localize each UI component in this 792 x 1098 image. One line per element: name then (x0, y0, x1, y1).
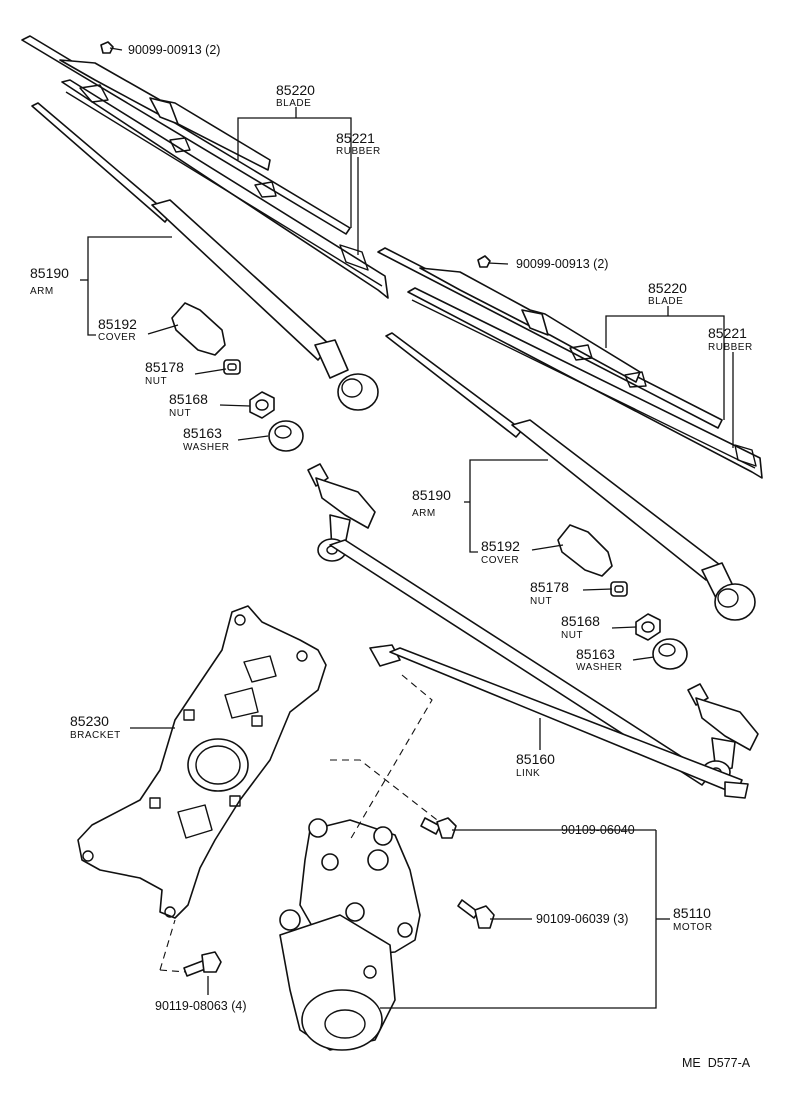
callout-name: ARM (412, 508, 436, 519)
left-wiper-arm (31, 102, 379, 411)
callout-name: NUT (145, 376, 167, 387)
callout-name: LINK (516, 768, 540, 779)
callout-number: 85190 (30, 265, 69, 281)
callout-name: RUBBER (336, 146, 381, 157)
callout-name: NUT (561, 630, 583, 641)
nut-icon (635, 613, 661, 641)
right-arm-cover (557, 524, 613, 577)
callout-number: 85221 (708, 325, 747, 341)
nut-icon (610, 581, 628, 597)
link-rod-lower (369, 644, 749, 799)
callout-number: 85178 (530, 579, 569, 595)
callout-number: 85220 (648, 280, 687, 296)
callout-number: 85163 (576, 646, 615, 662)
leader-dashed (330, 759, 451, 831)
leader-dashed (159, 919, 176, 971)
callout-number: 85192 (98, 316, 137, 332)
callout-bolt-upper: 90109-06040 (561, 823, 635, 837)
callout-name: ARM (30, 286, 54, 297)
callout-blade-screw-upper: 90099-00913 (2) (128, 43, 220, 57)
callout-bracket-bolt: 90119-08063 (4) (155, 999, 247, 1013)
right-wiper-arm (385, 332, 756, 621)
callout-name: MOTOR (673, 922, 713, 933)
nut-icon (223, 359, 241, 375)
callout-name: WASHER (183, 442, 230, 453)
callout-number: 85160 (516, 751, 555, 767)
callout-name: COVER (481, 555, 519, 566)
callout-blade-screw-lower: 90099-00913 (2) (516, 257, 608, 271)
callout-name: RUBBER (708, 342, 753, 353)
callout-number: 85110 (673, 905, 711, 921)
callout-bolt-lower: 90109-06039 (3) (536, 912, 628, 926)
callout-number: 85230 (70, 713, 109, 729)
bolt-icon (183, 951, 222, 977)
callout-number: 85192 (481, 538, 520, 554)
left-arm-cover (171, 302, 226, 356)
motor-bracket (77, 605, 327, 919)
upper-blade-assembly (21, 35, 389, 299)
callout-name: BLADE (276, 98, 311, 109)
callout-number: 85168 (561, 613, 600, 629)
bolt-icon (420, 817, 457, 839)
callout-name: NUT (169, 408, 191, 419)
drawing-code: ME D577-A (682, 1056, 751, 1070)
washer-icon (652, 638, 688, 670)
wiper-motor (279, 818, 421, 1051)
callout-name: BRACKET (70, 730, 121, 741)
leader-dashed (349, 674, 433, 841)
callout-name: NUT (530, 596, 552, 607)
callout-number: 85221 (336, 130, 375, 146)
right-blade-assembly (377, 247, 763, 479)
callout-number: 85168 (169, 391, 208, 407)
callout-number: 85178 (145, 359, 184, 375)
washer-icon (268, 420, 304, 452)
callout-name: WASHER (576, 662, 623, 673)
bolt-icon (457, 899, 495, 929)
leader-lines (80, 107, 734, 1009)
callout-number: 85220 (276, 82, 315, 98)
callout-name: BLADE (648, 296, 683, 307)
leader-dashed (159, 969, 187, 973)
screw-icon (477, 255, 509, 268)
nut-icon (249, 391, 275, 419)
callout-number: 85190 (412, 487, 451, 503)
callout-name: COVER (98, 332, 136, 343)
screw-icon (100, 41, 123, 54)
callout-number: 85163 (183, 425, 222, 441)
